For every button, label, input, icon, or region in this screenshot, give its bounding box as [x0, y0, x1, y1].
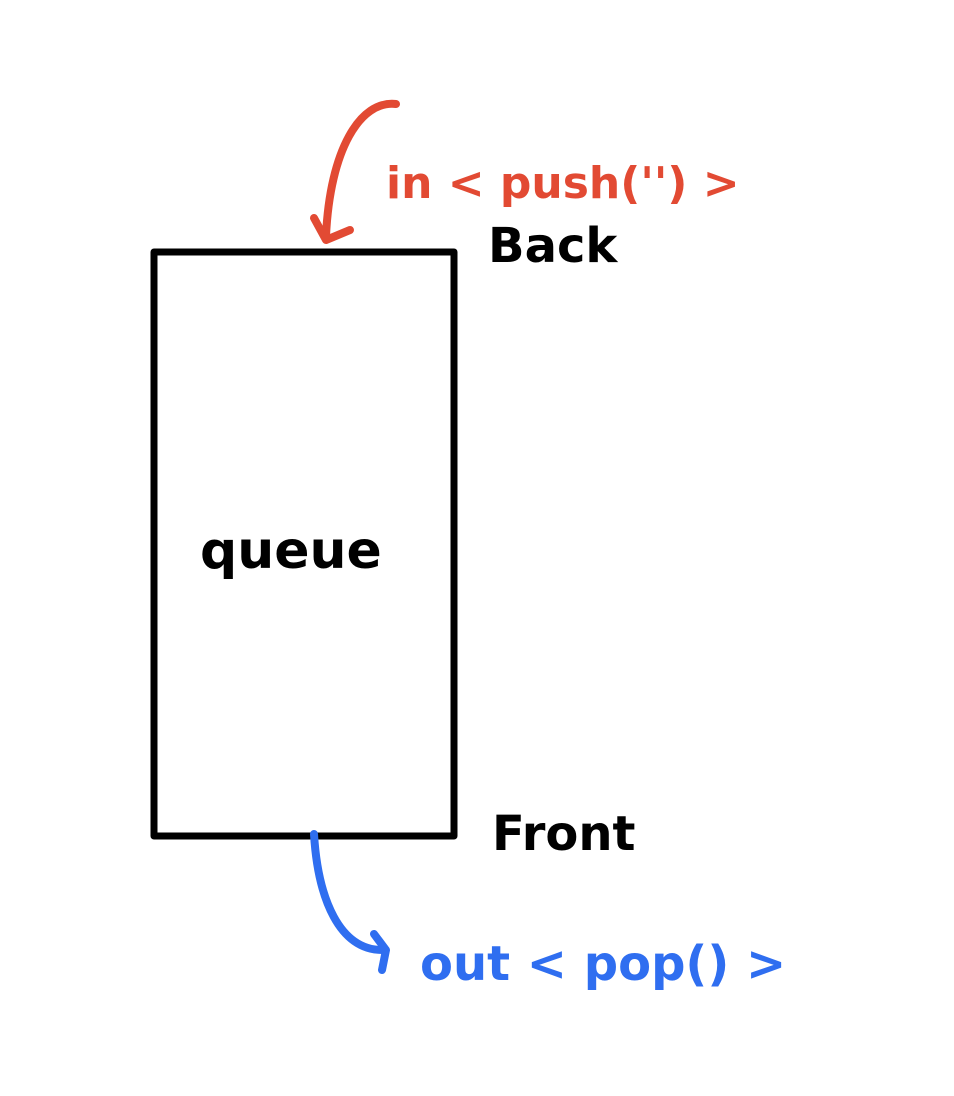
in-arrow-head — [310, 214, 354, 244]
in-arrow — [310, 99, 400, 244]
front-label: Front — [492, 806, 635, 862]
in-label: in < push('') > — [386, 158, 740, 209]
out-arrow-head — [370, 930, 390, 974]
out-arrow — [310, 830, 390, 974]
out-label: out < pop() > — [420, 936, 786, 992]
in-arrow-shaft — [322, 99, 400, 240]
queue-label: queue — [200, 521, 382, 581]
queue-box — [150, 248, 458, 840]
out-arrow-shaft — [310, 830, 386, 954]
back-label: Back — [488, 218, 618, 274]
